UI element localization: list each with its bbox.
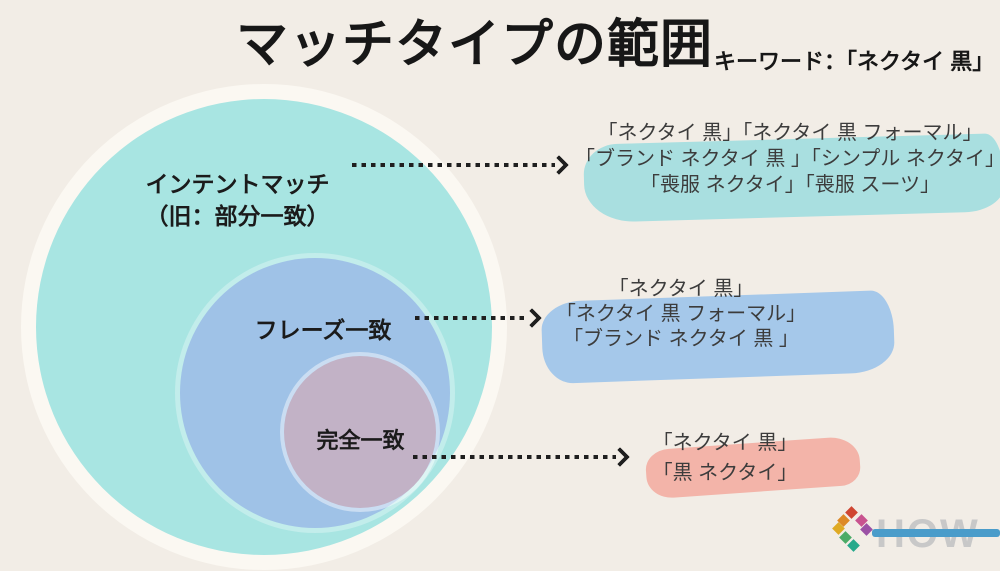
example-line: 「ブランド ネクタイ 黒 」「シンプル ネクタイ」 xyxy=(575,148,1000,170)
example-line: 「ネクタイ 黒 フォーマル」 xyxy=(555,303,807,325)
intent-arrow xyxy=(352,155,569,175)
how-logo: HOW xyxy=(830,504,1000,568)
example-line: 「ブランド ネクタイ 黒 」 xyxy=(563,328,799,350)
intent-match-label-line2: （旧：部分一致） xyxy=(145,203,330,229)
intent-match-label: インテントマッチ （旧：部分一致） xyxy=(105,168,370,232)
exact-match-circle xyxy=(284,356,436,508)
phrase-arrow xyxy=(415,308,542,328)
dotted-line xyxy=(415,316,528,320)
example-line: 「ネクタイ 黒」 xyxy=(608,278,754,300)
example-line: 「ネクタイ 黒」「ネクタイ 黒 フォーマル」 xyxy=(597,122,983,144)
example-line: 「ネクタイ 黒」 xyxy=(652,432,798,454)
dotted-line xyxy=(413,455,616,459)
exact-arrow xyxy=(413,447,630,467)
logo-strikethrough-bar xyxy=(872,529,1000,537)
intent-examples: 「ネクタイ 黒」「ネクタイ 黒 フォーマル」 「ブランド ネクタイ 黒 」「シン… xyxy=(575,120,1000,198)
exact-examples: 「ネクタイ 黒」 「黒 ネクタイ」 xyxy=(615,428,835,488)
example-line: 「黒 ネクタイ」 xyxy=(652,462,798,484)
example-line: 「喪服 ネクタイ」「喪服 スーツ」 xyxy=(640,174,940,196)
dotted-line xyxy=(352,163,555,167)
page-title: マッチタイプの範囲 xyxy=(236,16,714,74)
arrow-head-icon xyxy=(549,155,569,175)
phrase-match-label: フレーズ一致 xyxy=(254,317,392,343)
keyword-subtitle: キーワード：「ネクタイ 黒」 xyxy=(714,49,995,74)
exact-match-label: 完全一致 xyxy=(316,428,405,453)
phrase-examples: 「ネクタイ 黒」 「ネクタイ 黒 フォーマル」 「ブランド ネクタイ 黒 」 xyxy=(536,277,826,352)
logo-diamond-teal-icon xyxy=(847,539,860,552)
intent-match-label-line1: インテントマッチ xyxy=(145,171,330,197)
